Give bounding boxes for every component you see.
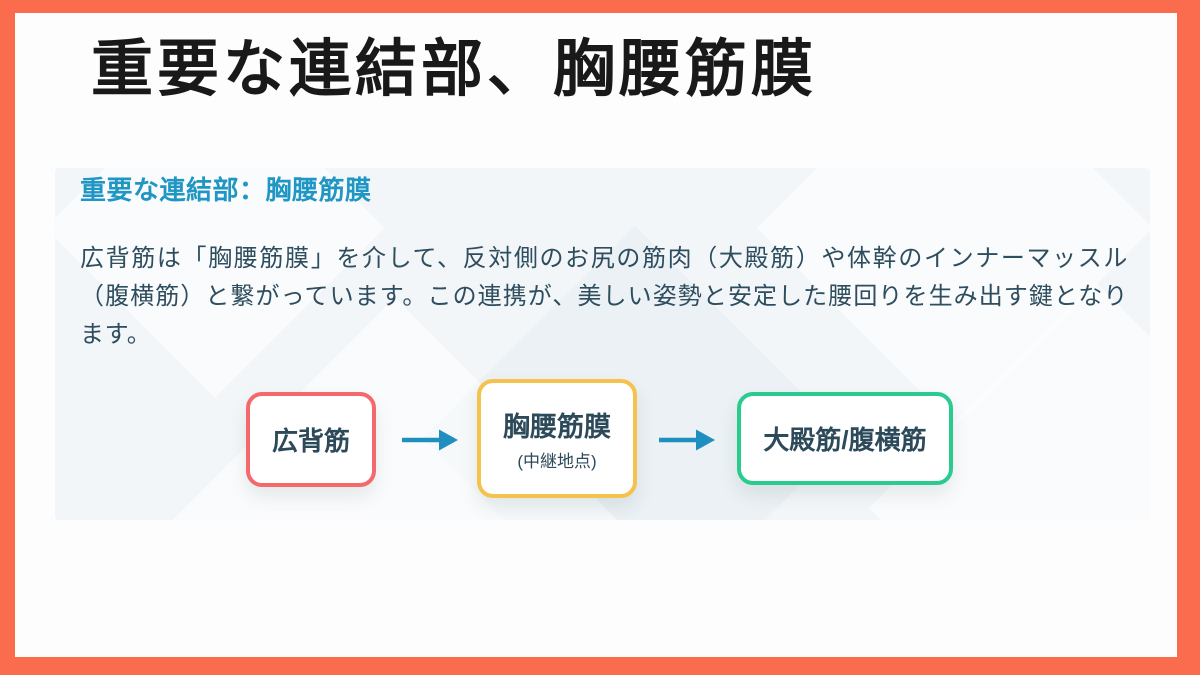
card-heading: 重要な連結部：胸腰筋膜 — [80, 175, 372, 205]
flow-node-latissimus: 広背筋 — [246, 392, 376, 487]
arrow-right-icon — [401, 427, 459, 453]
slide-canvas: 重要な連結部、胸腰筋膜 重要な連結部：胸腰筋膜 広背筋は「胸腰筋膜」を介して、反… — [15, 13, 1177, 657]
arrow-right-icon — [658, 427, 716, 453]
flow-node-thoracolumbar-fascia: 胸腰筋膜 (中継地点) — [477, 379, 637, 498]
slide-title: 重要な連結部、胸腰筋膜 — [91, 35, 818, 104]
content-card: 重要な連結部：胸腰筋膜 広背筋は「胸腰筋膜」を介して、反対側のお尻の筋肉（大殿筋… — [55, 168, 1150, 520]
flow-node-label: 大殿筋/腹横筋 — [763, 425, 927, 455]
flow-node-sublabel: (中継地点) — [517, 452, 597, 471]
flow-node-gluteus-transversus: 大殿筋/腹横筋 — [737, 392, 953, 485]
flow-node-label: 胸腰筋膜 — [503, 412, 611, 442]
flow-node-label: 広背筋 — [271, 426, 350, 456]
card-body-text: 広背筋は「胸腰筋膜」を介して、反対側のお尻の筋肉（大殿筋）や体幹のインナーマッス… — [80, 245, 1128, 348]
